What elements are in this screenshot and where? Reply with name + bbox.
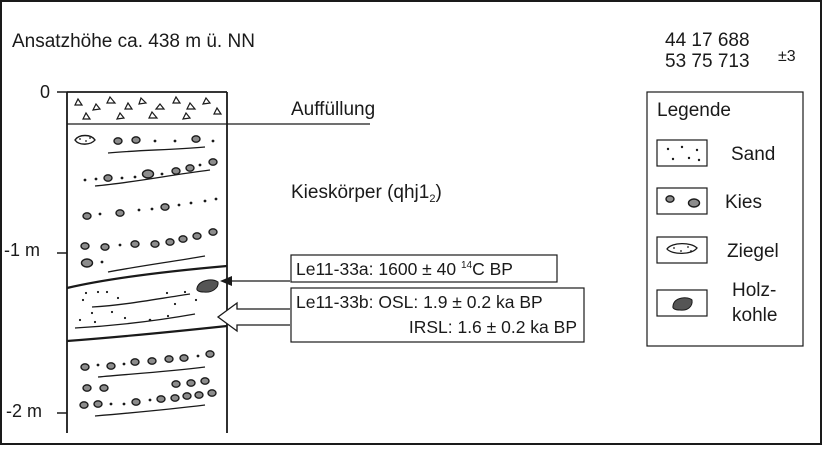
lower-gravel-layer <box>79 350 217 417</box>
osl-sample-label: Le11-33b: OSL: 1.9 ± 0.2 ka BP <box>296 292 543 312</box>
legend-label-charcoal-1: Holz- <box>732 280 776 301</box>
profile-column <box>66 91 370 433</box>
sand-symbol <box>656 139 708 167</box>
c14-arrow-head <box>220 276 232 286</box>
legend-item-gravel: Kies <box>656 187 762 215</box>
legend-item-brick: Ziegel <box>656 236 779 264</box>
legend-item-sand: Sand <box>656 139 775 167</box>
c14-sample-label: Le11-33a: 1600 ± 40 14C BP <box>296 259 513 279</box>
charcoal-symbol <box>656 289 708 317</box>
legend-label-sand: Sand <box>731 144 775 165</box>
coordinate-easting: 44 17 688 <box>665 30 750 51</box>
legend-item-charcoal: Holz- kohle <box>656 280 777 326</box>
elevation-label: Ansatzhöhe ca. 438 m ü. NN <box>12 31 255 52</box>
sand-lens-bottom-boundary <box>66 324 228 343</box>
sand-lens-top-boundary <box>66 264 228 290</box>
luminescence-sample-callout: Le11-33b: OSL: 1.9 ± 0.2 ka BP IRSL: 1.6… <box>216 287 585 343</box>
charcoal-fragment <box>196 279 219 293</box>
brick-fragment <box>74 134 96 145</box>
legend-title: Legende <box>657 100 731 121</box>
depth-label-0: 0 <box>40 82 50 102</box>
legend-box: Legende Sand Kies Ziegel Holz- kohle <box>646 91 804 347</box>
depth-label-1m: -1 m <box>4 240 40 260</box>
luminescence-arrow <box>216 301 290 333</box>
fill-layer-symbols <box>74 95 223 120</box>
irsl-sample-label: IRSL: 1.6 ± 0.2 ka BP <box>409 317 577 337</box>
upper-gravel-layer <box>74 134 218 273</box>
sand-lens-layer <box>78 290 198 324</box>
legend-label-charcoal-2: kohle <box>732 305 777 326</box>
c14-sample-callout: Le11-33a: 1600 ± 40 14C BP <box>220 254 558 286</box>
legend-label-brick: Ziegel <box>727 241 779 262</box>
coordinate-tolerance: ±3 <box>778 48 796 65</box>
depth-label-2m: -2 m <box>6 401 42 421</box>
fill-unit-label: Auffüllung <box>291 99 375 120</box>
gravel-unit-label: Kieskörper (qhj12) <box>291 182 442 205</box>
coordinate-northing: 53 75 713 <box>665 51 750 72</box>
legend-label-gravel: Kies <box>725 192 762 213</box>
